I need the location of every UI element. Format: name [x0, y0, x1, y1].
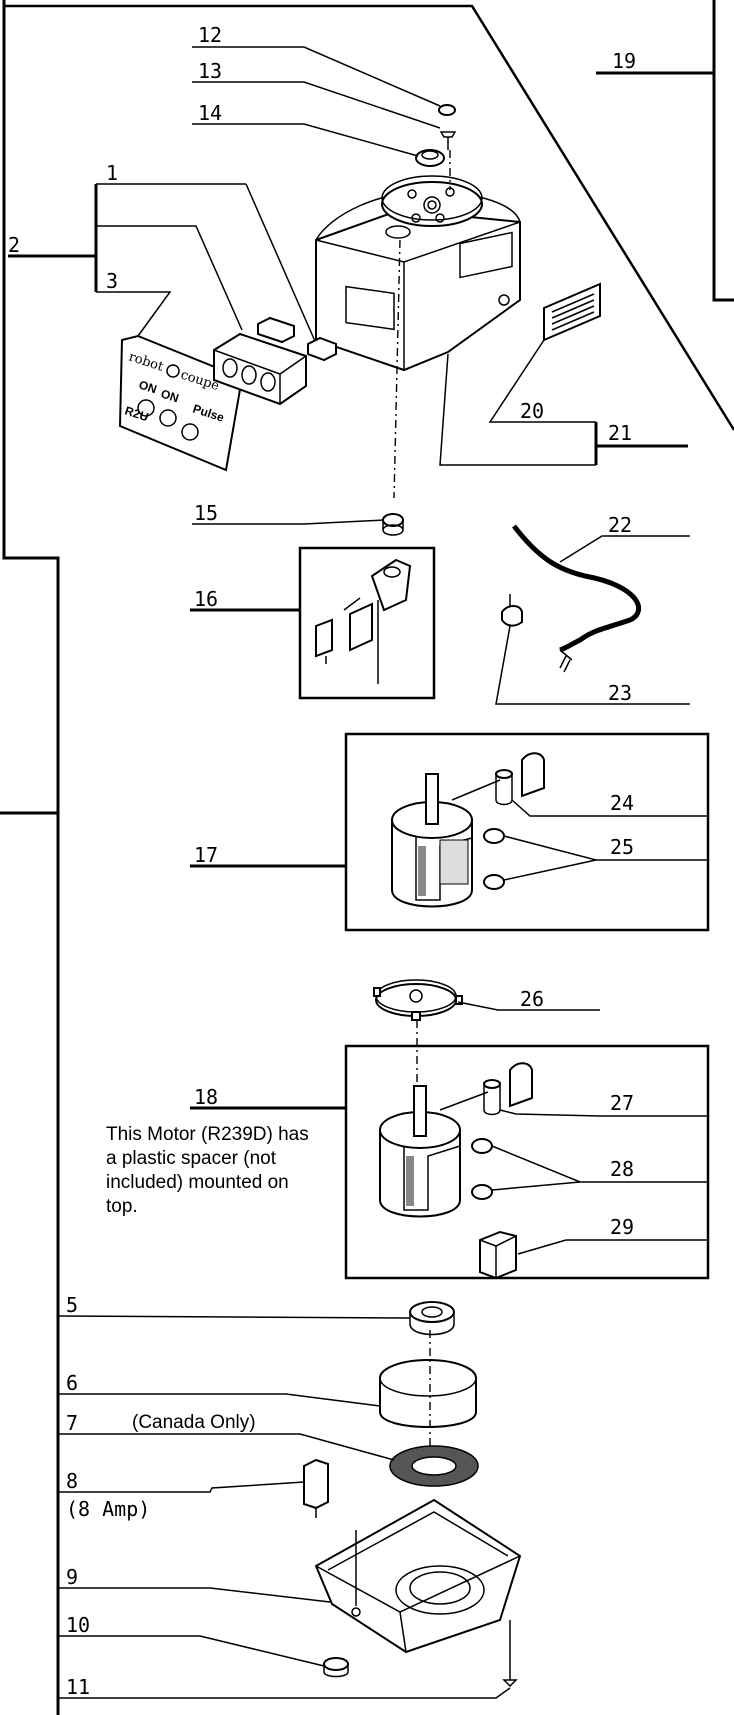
part-23-cord-clamp: [501, 594, 523, 627]
bracket-19: [596, 0, 734, 302]
part-18-motor: [379, 1062, 533, 1280]
callout-20: 20: [520, 399, 544, 423]
part-12-cap: [438, 104, 456, 116]
callout-21: 21: [608, 421, 632, 445]
callout-29: 29: [610, 1215, 634, 1239]
motor-note-line-3: included) mounted on: [106, 1172, 289, 1193]
callout-25: 25: [610, 835, 634, 859]
amp-rating-note: (8 Amp): [66, 1497, 150, 1521]
callout-11: 11: [66, 1675, 90, 1699]
part-17-box: [344, 732, 710, 932]
part-20-label-plate: [543, 282, 601, 342]
part-8-fuse: [303, 1458, 329, 1518]
callout-6: 6: [66, 1371, 78, 1395]
callout-12: 12: [198, 23, 222, 47]
part-22-power-cord: [512, 524, 641, 653]
callout-17: 17: [194, 843, 218, 867]
part-16-box: [298, 546, 436, 700]
callout-18: 18: [194, 1085, 218, 1109]
motor-note-line-1: This Motor (R239D) has: [106, 1124, 309, 1145]
callout-15: 15: [194, 501, 218, 525]
part-13-screw: [439, 131, 457, 150]
callout-5: 5: [66, 1293, 78, 1317]
on-label-1: ON: [137, 378, 158, 397]
part-7-filter-mesh: [389, 1445, 479, 1487]
part-5-bearing-ring: [409, 1301, 455, 1336]
callout-16: 16: [194, 587, 218, 611]
callout-19: 19: [612, 49, 636, 73]
switch-block: [213, 316, 337, 406]
callout-23: 23: [608, 681, 632, 705]
assembly-frame-line-top: [4, 4, 734, 431]
part-10-foot: [323, 1657, 349, 1678]
part-16-switch-assembly: [315, 558, 412, 684]
callout-27: 27: [610, 1091, 634, 1115]
bracket-2: [8, 184, 98, 292]
callout-9: 9: [66, 1565, 78, 1589]
callout-10: 10: [66, 1613, 90, 1637]
motor-housing: [315, 175, 521, 372]
control-panel-label: robot coupe ON ON Pulse R2U: [118, 334, 244, 472]
motor-note-line-2: a plastic spacer (not: [106, 1148, 277, 1169]
callout-28: 28: [610, 1157, 634, 1181]
assembly-frame-line: [2, 0, 60, 1715]
canada-only-note: (Canada Only): [132, 1412, 256, 1433]
part-14-washer: [415, 149, 445, 167]
callout-2: 2: [8, 233, 20, 257]
part-9-base-housing: [314, 1498, 522, 1654]
callout-22: 22: [608, 513, 632, 537]
callout-1: 1: [106, 161, 118, 185]
on-label-2: ON: [159, 387, 180, 406]
callout-26: 26: [520, 987, 544, 1011]
part-6-cylinder-sleeve: [379, 1359, 477, 1428]
part-17-motor: [391, 752, 545, 908]
part-26-plastic-spacer: [373, 979, 463, 1021]
part-11-screw: [502, 1620, 518, 1688]
callout-24: 24: [610, 791, 634, 815]
callout-7: 7: [66, 1411, 78, 1435]
part-15-coupling: [382, 513, 404, 536]
bracket-21: [594, 422, 688, 465]
callout-14: 14: [198, 101, 222, 125]
callout-8: 8: [66, 1469, 78, 1493]
callout-3: 3: [106, 269, 118, 293]
callout-13: 13: [198, 59, 222, 83]
motor-note-line-4: top.: [106, 1196, 138, 1217]
part-18-box: [344, 1044, 710, 1280]
